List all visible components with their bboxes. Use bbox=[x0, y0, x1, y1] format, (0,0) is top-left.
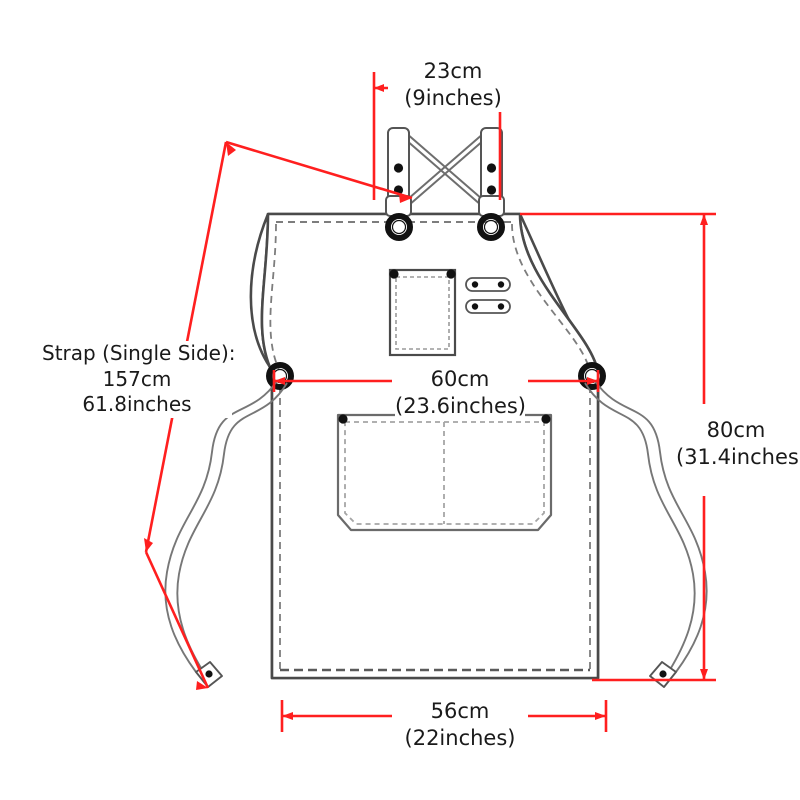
pen-loop-lower bbox=[465, 299, 511, 314]
dimension-lines-group bbox=[144, 72, 716, 732]
pen-loop-upper bbox=[465, 277, 511, 292]
dimline-waist-width bbox=[272, 370, 600, 392]
front-pocket bbox=[336, 413, 553, 532]
dimline-hem-width bbox=[280, 700, 608, 732]
strap-vertical-left bbox=[385, 127, 412, 217]
chest-pocket-stitch bbox=[395, 276, 450, 350]
stitch-underarm-right bbox=[511, 223, 591, 373]
dimline-strap-length bbox=[144, 140, 413, 690]
front-pocket-group bbox=[336, 413, 553, 532]
stitch-underarm-left bbox=[269, 223, 281, 373]
dimline-body-height bbox=[520, 212, 716, 682]
chest-pocket-group bbox=[388, 268, 511, 357]
waist-tie-left bbox=[164, 380, 288, 688]
waist-tie-right bbox=[584, 380, 708, 688]
chest-pocket bbox=[388, 268, 457, 357]
